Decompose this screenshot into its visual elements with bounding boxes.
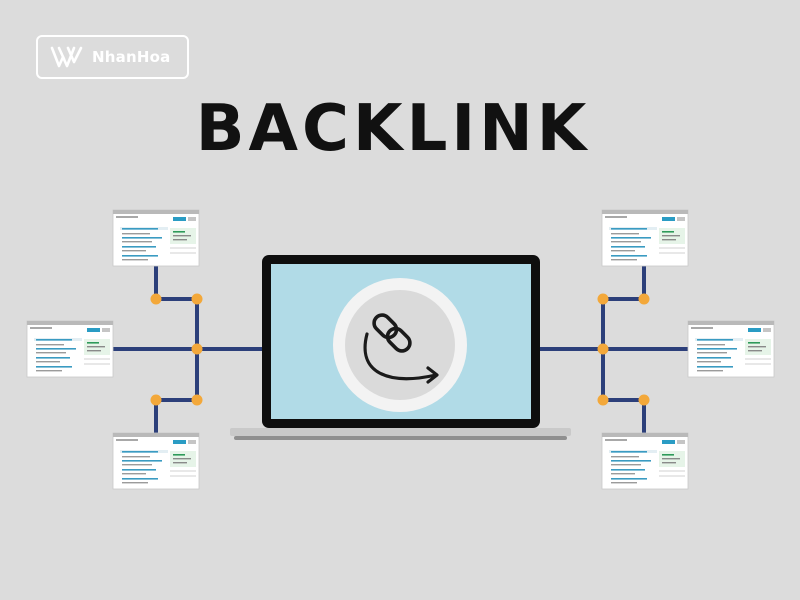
connector-node: [191, 293, 203, 305]
webpage-thumbnail-left-top: [112, 209, 200, 267]
laptop-base: [230, 428, 571, 436]
connector-node: [638, 394, 650, 406]
webpage-thumbnail-right-top: [601, 209, 689, 267]
connector-node: [597, 293, 609, 305]
connector-node: [597, 394, 609, 406]
webpage-thumbnail-right-bottom: [601, 432, 689, 490]
connector-node: [150, 394, 162, 406]
page-title: BACKLINK: [195, 92, 591, 166]
webpage-thumbnail-left-bottom: [112, 432, 200, 490]
laptop-base-shadow: [234, 436, 567, 440]
connector-node: [191, 394, 203, 406]
nhanhoa-logo: NhanHoa: [36, 35, 189, 79]
nhanhoa-logo-icon: [50, 46, 83, 68]
connector-nodes: [150, 293, 650, 406]
webpage-thumbnail-right-middle: [687, 320, 775, 378]
connector-node: [191, 343, 203, 355]
connector-node: [150, 293, 162, 305]
link-chain-arrow-icon: [333, 278, 467, 412]
connector-node: [597, 343, 609, 355]
brand-name: NhanHoa: [92, 48, 171, 66]
webpage-thumbnail-left-middle: [26, 320, 114, 378]
connector-node: [638, 293, 650, 305]
